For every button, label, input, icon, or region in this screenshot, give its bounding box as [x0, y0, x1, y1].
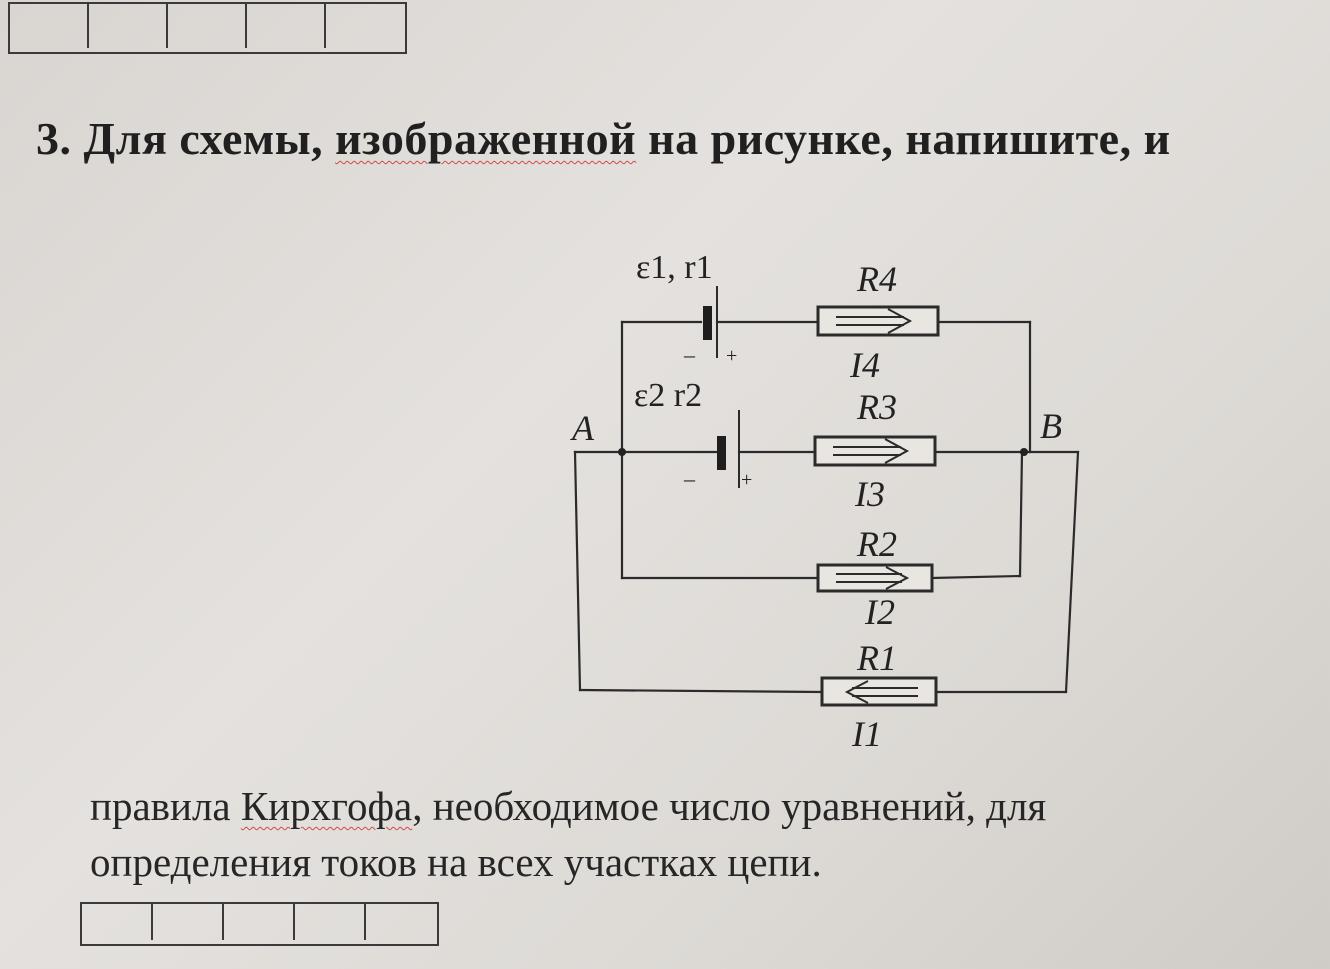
current-label-i2: I2 — [864, 592, 895, 632]
continuation-line-2: определения токов на всех участках цепи. — [90, 839, 822, 885]
answer-cell — [247, 4, 326, 48]
node-label-b: B — [1040, 406, 1062, 446]
junction-dot-b — [1020, 448, 1028, 456]
junction-dot-a — [618, 448, 626, 456]
current-arrow-r2 — [836, 566, 910, 590]
spellcheck-word: изображенной — [335, 113, 637, 164]
current-arrow-r3 — [833, 438, 910, 464]
resistor-label-r3: R3 — [856, 387, 897, 427]
wire — [578, 688, 824, 694]
question-continuation: правила Кирхгофа, необходимое число урав… — [90, 778, 1046, 890]
answer-cell — [153, 904, 224, 940]
polarity-minus-e1: – — [683, 342, 696, 367]
wire — [1018, 450, 1024, 578]
battery-e1 — [703, 286, 718, 358]
current-label-i3: I3 — [854, 474, 885, 514]
current-arrow-r1 — [844, 680, 918, 704]
wire — [1064, 450, 1080, 694]
answer-boxes-bottom — [80, 902, 439, 946]
question-number: 3. — [36, 113, 72, 164]
answer-boxes-top — [8, 2, 407, 54]
answer-cell — [89, 4, 168, 48]
battery-e2 — [717, 410, 740, 488]
answer-cell — [295, 904, 366, 940]
polarity-plus-e1: + — [726, 345, 737, 367]
node-label-a: A — [570, 408, 595, 448]
resistor-r3 — [813, 435, 937, 467]
resistor-label-r2: R2 — [856, 524, 897, 564]
current-label-i4: I4 — [849, 345, 880, 385]
answer-cell — [224, 904, 295, 940]
resistor-label-r1: R1 — [856, 638, 897, 678]
resistor-r2 — [816, 563, 934, 593]
spellcheck-word: Кирхгофа — [240, 783, 413, 829]
resistor-r1 — [820, 676, 938, 707]
wire — [573, 450, 582, 692]
polarity-plus-e2: + — [741, 469, 752, 491]
answer-cell — [82, 904, 153, 940]
source-label-e1: ε1, r1 — [636, 249, 713, 286]
wire — [930, 574, 1022, 580]
continuation-line-1: правила Кирхгофа, необходимое число урав… — [90, 783, 1047, 829]
question-text-start: Для схемы, — [83, 113, 336, 164]
answer-cell — [366, 904, 437, 940]
polarity-minus-e2: – — [683, 466, 696, 491]
question-heading: 3. Для схемы, изображенной на рисунке, н… — [36, 112, 1330, 165]
current-label-i1: I1 — [851, 714, 882, 754]
source-label-e2: ε2 r2 — [634, 377, 702, 414]
resistor-r4 — [816, 305, 940, 337]
current-arrow-r4 — [836, 308, 913, 334]
answer-cell — [10, 4, 89, 48]
resistor-label-r4: R4 — [856, 259, 897, 299]
answer-cell — [168, 4, 247, 48]
question-text-end: на рисунке, напишите, и — [636, 113, 1171, 164]
